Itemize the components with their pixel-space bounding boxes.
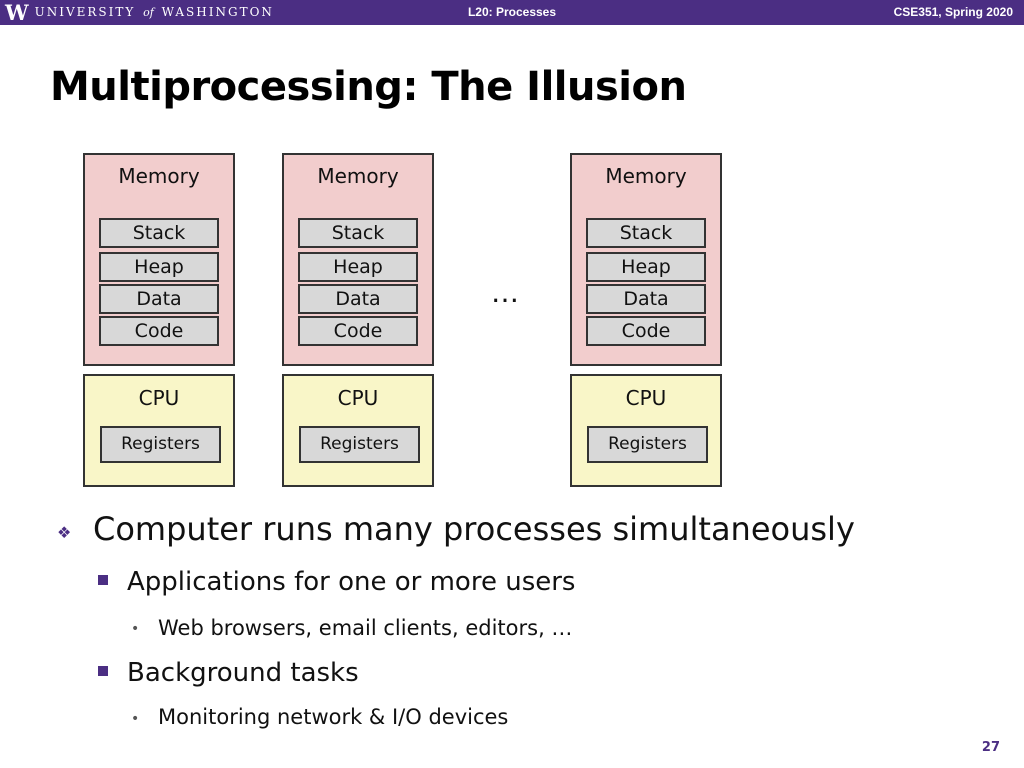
cpu-box: CPU Registers: [282, 374, 434, 487]
uw-logo: W UNIVERSITY of WASHINGTON: [5, 0, 274, 25]
data-segment: Data: [586, 284, 706, 314]
heap-segment: Heap: [99, 252, 219, 282]
memory-label: Memory: [605, 164, 687, 188]
dot-bullet-icon: •: [131, 621, 140, 637]
registers-box: Registers: [299, 426, 420, 463]
lecture-title: L20: Processes: [467, 5, 557, 19]
memory-box: Memory Stack Heap Data Code: [83, 153, 235, 366]
bullet-level3: Web browsers, email clients, editors, …: [158, 616, 573, 640]
bullet-level1: Computer runs many processes simultaneou…: [93, 510, 855, 548]
code-segment: Code: [298, 316, 418, 346]
bullet-level3: Monitoring network & I/O devices: [158, 705, 509, 729]
stack-segment: Stack: [586, 218, 706, 248]
university-of: of: [143, 6, 154, 19]
diamond-bullet-icon: ❖: [57, 523, 72, 542]
memory-box: Memory Stack Heap Data Code: [282, 153, 434, 366]
university-name: UNIVERSITY of WASHINGTON: [35, 0, 274, 25]
memory-label: Memory: [317, 164, 399, 188]
course-name: CSE351, Spring 2020: [893, 5, 1013, 19]
code-segment: Code: [99, 316, 219, 346]
data-segment: Data: [99, 284, 219, 314]
cpu-box: CPU Registers: [570, 374, 722, 487]
more-processes-ellipsis: …: [491, 276, 519, 309]
square-bullet-icon: [98, 575, 108, 585]
square-bullet-icon: [98, 666, 108, 676]
memory-box: Memory Stack Heap Data Code: [570, 153, 722, 366]
bullet-level2: Applications for one or more users: [127, 567, 576, 597]
stack-segment: Stack: [298, 218, 418, 248]
dot-bullet-icon: •: [131, 711, 140, 727]
registers-box: Registers: [100, 426, 221, 463]
cpu-label: CPU: [625, 386, 667, 410]
stack-segment: Stack: [99, 218, 219, 248]
washington-word: WASHINGTON: [161, 5, 274, 19]
registers-box: Registers: [587, 426, 708, 463]
memory-label: Memory: [118, 164, 200, 188]
heap-segment: Heap: [586, 252, 706, 282]
header-bar: W UNIVERSITY of WASHINGTON L20: Processe…: [0, 0, 1024, 25]
data-segment: Data: [298, 284, 418, 314]
university-word: UNIVERSITY: [34, 5, 136, 19]
cpu-label: CPU: [337, 386, 379, 410]
heap-segment: Heap: [298, 252, 418, 282]
cpu-label: CPU: [138, 386, 180, 410]
uw-w-icon: W: [5, 0, 29, 25]
slide-title: Multiprocessing: The Illusion: [50, 64, 687, 110]
bullet-level2: Background tasks: [127, 658, 359, 688]
cpu-box: CPU Registers: [83, 374, 235, 487]
code-segment: Code: [586, 316, 706, 346]
page-number: 27: [981, 740, 1000, 755]
